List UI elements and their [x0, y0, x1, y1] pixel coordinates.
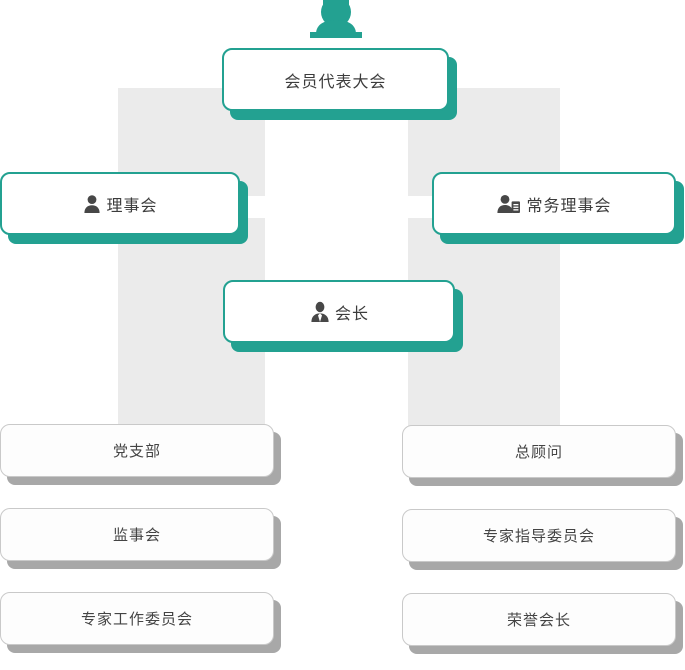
person-document-icon [496, 194, 522, 214]
node-standing-board[interactable]: 常务理事会 [432, 172, 684, 244]
node-president[interactable]: 会长 [223, 280, 463, 352]
node-face[interactable]: 党支部 [0, 424, 274, 477]
connector-band-left [118, 88, 265, 430]
node-supervisory-board[interactable]: 监事会 [0, 508, 281, 569]
node-face[interactable]: 专家工作委员会 [0, 592, 274, 645]
node-label: 会员代表大会 [284, 73, 387, 91]
person-suit-icon [309, 301, 331, 323]
node-label: 理事会 [106, 197, 158, 215]
node-label: 监事会 [112, 527, 161, 544]
node-face[interactable]: 会长 [223, 280, 455, 343]
node-label: 会长 [334, 305, 369, 323]
node-face[interactable]: 理事会 [0, 172, 240, 235]
node-face[interactable]: 专家指导委员会 [402, 509, 676, 562]
node-label: 常务理事会 [526, 197, 612, 215]
node-face[interactable]: 常务理事会 [432, 172, 676, 235]
group-people-icon [310, 0, 362, 46]
connector-band-right [408, 88, 560, 430]
person-icon [82, 194, 102, 214]
node-face[interactable]: 荣誉会长 [402, 593, 676, 646]
node-face[interactable]: 总顾问 [402, 425, 676, 478]
node-chief-advisor[interactable]: 总顾问 [402, 425, 683, 486]
node-face[interactable]: 监事会 [0, 508, 274, 561]
node-label: 专家指导委员会 [482, 528, 595, 545]
node-assembly[interactable]: 会员代表大会 [222, 48, 457, 120]
node-label: 荣誉会长 [506, 612, 571, 629]
node-party-branch[interactable]: 党支部 [0, 424, 281, 485]
node-expert-guidance-committee[interactable]: 专家指导委员会 [402, 509, 683, 570]
node-honorary-president[interactable]: 荣誉会长 [402, 593, 683, 654]
node-label: 党支部 [112, 443, 161, 460]
node-label: 总顾问 [514, 444, 563, 461]
node-expert-work-committee[interactable]: 专家工作委员会 [0, 592, 281, 653]
connector-stub-left [248, 196, 268, 218]
node-label: 专家工作委员会 [80, 611, 193, 628]
connector-stub-right [405, 196, 433, 218]
node-face[interactable]: 会员代表大会 [222, 48, 449, 111]
node-board[interactable]: 理事会 [0, 172, 248, 244]
